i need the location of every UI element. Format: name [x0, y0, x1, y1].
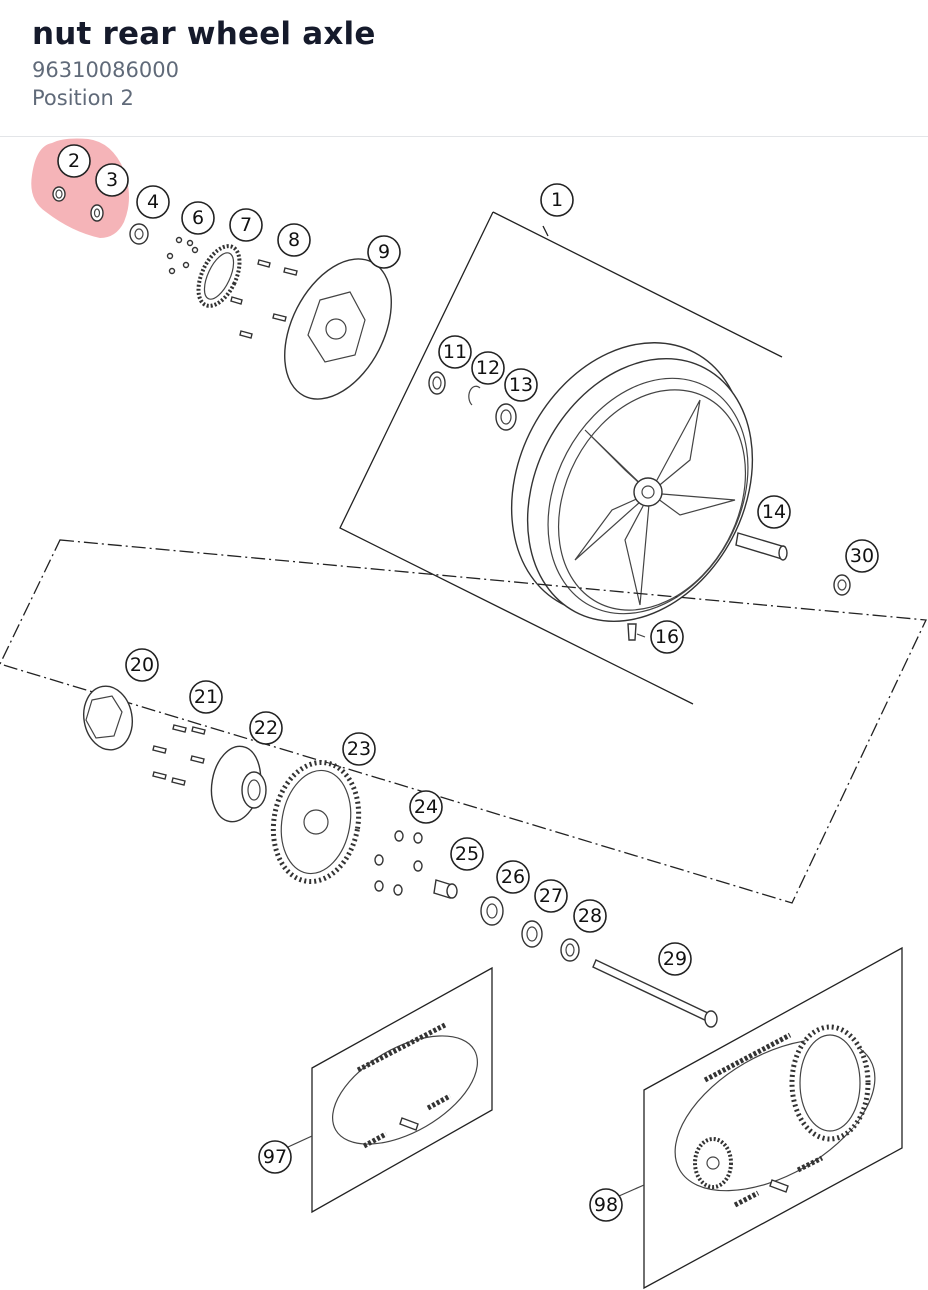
svg-text:12: 12 [476, 357, 500, 379]
part-header: nut rear wheel axle 96310086000 Position… [0, 0, 928, 137]
callout-12[interactable]: 12 [471, 351, 505, 385]
part-8-bolts [230, 259, 298, 339]
callout-21[interactable]: 21 [189, 680, 223, 714]
svg-text:24: 24 [414, 796, 438, 818]
svg-text:30: 30 [850, 545, 874, 567]
callout-13[interactable]: 13 [504, 368, 538, 402]
callout-98[interactable]: 98 [589, 1188, 623, 1222]
callout-28[interactable]: 28 [573, 899, 607, 933]
svg-text:20: 20 [130, 654, 154, 676]
svg-text:8: 8 [288, 229, 300, 251]
callout-3[interactable]: 3 [95, 163, 129, 197]
svg-text:4: 4 [147, 191, 159, 213]
part-24-nuts [374, 830, 423, 896]
svg-text:27: 27 [539, 885, 563, 907]
callout-29[interactable]: 29 [658, 942, 692, 976]
part-29-axle [592, 959, 718, 1028]
rear-wheel [510, 342, 754, 622]
callout-11[interactable]: 11 [438, 335, 472, 369]
svg-text:9: 9 [378, 241, 390, 263]
callout-24[interactable]: 24 [409, 790, 443, 824]
svg-text:29: 29 [663, 948, 687, 970]
callout-25[interactable]: 25 [450, 837, 484, 871]
part-28-spacer [560, 938, 580, 962]
svg-text:11: 11 [443, 341, 467, 363]
part-position: Position 2 [32, 86, 134, 110]
hub-group-frame [0, 539, 927, 904]
part-22-sprocket-carrier [210, 745, 267, 823]
svg-text:97: 97 [263, 1146, 287, 1168]
callout-1[interactable]: 1 [540, 183, 574, 217]
svg-text:16: 16 [655, 626, 679, 648]
svg-text:21: 21 [194, 686, 218, 708]
callout-22[interactable]: 22 [249, 711, 283, 745]
part-97-chain [311, 966, 493, 1214]
callout-8[interactable]: 8 [277, 223, 311, 257]
callout-4[interactable]: 4 [136, 185, 170, 219]
svg-text:7: 7 [240, 214, 252, 236]
svg-text:22: 22 [254, 717, 278, 739]
svg-text:23: 23 [347, 738, 371, 760]
svg-text:13: 13 [509, 374, 533, 396]
callout-9[interactable]: 9 [367, 235, 401, 269]
part-25-spacer [433, 879, 458, 899]
part-16-valve [627, 623, 637, 641]
callout-20[interactable]: 20 [125, 648, 159, 682]
selected-part-highlight [31, 138, 129, 238]
svg-text:26: 26 [501, 866, 525, 888]
part-27-washer [521, 920, 543, 948]
part-title: nut rear wheel axle [32, 16, 376, 52]
part-11-seal [428, 371, 446, 395]
part-13-bearing [495, 403, 517, 431]
part-14-spacer [735, 532, 788, 561]
callout-7[interactable]: 7 [229, 208, 263, 242]
part-12-circlip [468, 385, 481, 406]
part-number: 96310086000 [32, 58, 179, 82]
part-2-nut [52, 186, 66, 202]
svg-text:14: 14 [762, 501, 786, 523]
callout-27[interactable]: 27 [534, 879, 568, 913]
part-6-small-parts [166, 236, 199, 275]
callout-97[interactable]: 97 [258, 1140, 292, 1174]
callout-16[interactable]: 16 [650, 620, 684, 654]
svg-text:28: 28 [578, 905, 602, 927]
svg-text:2: 2 [68, 150, 80, 172]
wheel-group-frame [339, 211, 783, 705]
svg-text:98: 98 [594, 1194, 618, 1216]
part-20-damper [83, 685, 133, 751]
part-21-studs [152, 724, 206, 786]
part-4-bearing [129, 223, 149, 245]
part-9-brake-disc [284, 258, 392, 400]
callout-26[interactable]: 26 [496, 860, 530, 894]
exploded-parts-diagram: 1 2 3 4 6 7 8 9 11 12 13 14 16 20 21 22 … [0, 138, 927, 1290]
part-30-bush [833, 574, 851, 596]
callout-30[interactable]: 30 [845, 539, 879, 573]
svg-text:1: 1 [551, 189, 563, 211]
callout-23[interactable]: 23 [342, 732, 376, 766]
svg-text:3: 3 [106, 169, 118, 191]
svg-text:6: 6 [192, 207, 204, 229]
part-23-rear-sprocket [270, 759, 362, 885]
part-3-washer [90, 204, 104, 222]
callout-14[interactable]: 14 [757, 495, 791, 529]
svg-text:25: 25 [455, 843, 479, 865]
part-98-chain-kit [643, 946, 903, 1290]
callout-6[interactable]: 6 [181, 201, 215, 235]
callout-2[interactable]: 2 [57, 144, 91, 178]
part-26-bearing [480, 896, 504, 926]
part-7-sprocket [196, 244, 242, 308]
